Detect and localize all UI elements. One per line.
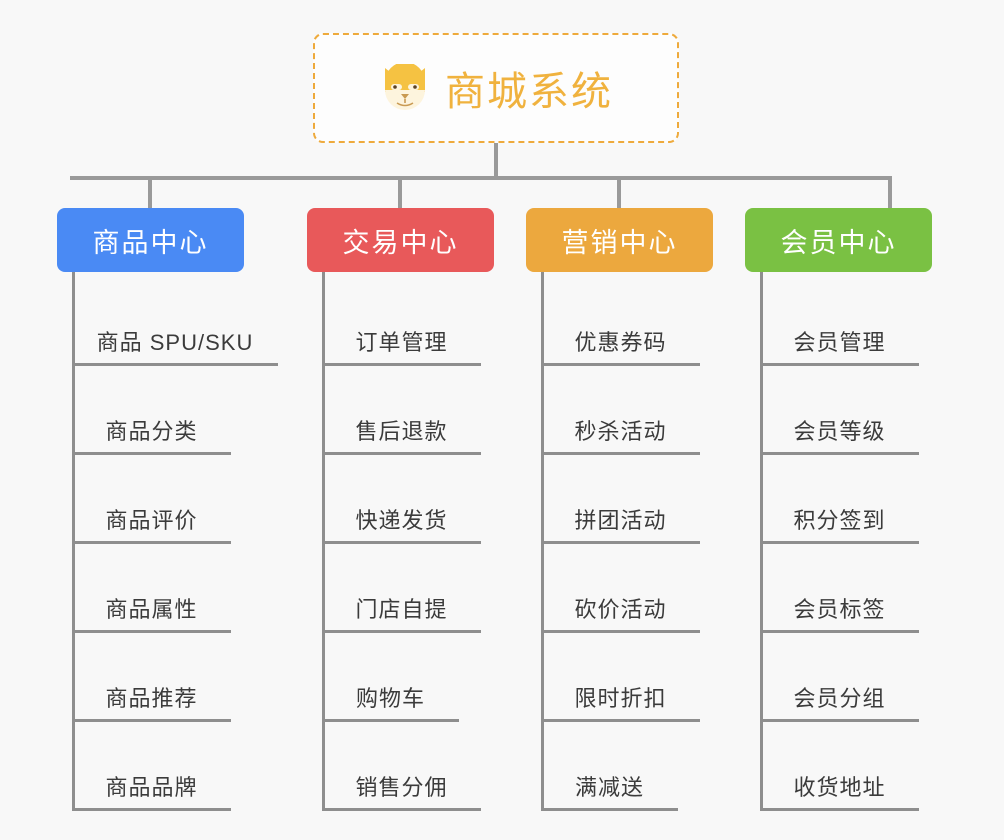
leaf-item[interactable]: 砍价活动 [541,550,700,633]
leaf-item-label: 满减送 [574,775,644,800]
category-header-marketing-center[interactable]: 营销中心 [526,208,713,272]
connector-root-stem [494,143,498,178]
leaf-item-label: 商品 SPU/SKU [96,330,254,355]
leaf-item[interactable]: 会员等级 [760,372,919,455]
leaf-item-label: 收货地址 [793,775,886,800]
leaf-item-label: 销售分佣 [355,775,448,800]
leaf-item[interactable]: 收货地址 [760,728,919,811]
leaf-item[interactable]: 快递发货 [322,461,481,544]
connector-drop-1 [148,176,152,210]
connector-drop-3 [617,176,621,210]
leaf-item[interactable]: 销售分佣 [322,728,481,811]
leaf-item[interactable]: 门店自提 [322,550,481,633]
leaf-item[interactable]: 商品评价 [72,461,231,544]
category-header-label: 会员中心 [780,227,897,258]
leaf-item-label: 门店自提 [355,597,448,622]
leaf-item-label: 会员管理 [793,330,886,355]
leaf-item-label: 积分签到 [793,508,886,533]
leaf-item[interactable]: 会员标签 [760,550,919,633]
root-title: 商城系统 [445,70,613,114]
leaf-item-label: 秒杀活动 [574,419,667,444]
category-header-label: 营销中心 [561,227,678,258]
category-header-trade-center[interactable]: 交易中心 [307,208,494,272]
leaf-item-label: 商品评价 [105,508,198,533]
leaf-item[interactable]: 会员分组 [760,639,919,722]
leaf-item[interactable]: 满减送 [541,728,678,811]
leaf-item-label: 订单管理 [355,330,448,355]
leaf-item-label: 商品分类 [105,419,198,444]
leaf-item[interactable]: 优惠券码 [541,283,700,366]
category-header-product-center[interactable]: 商品中心 [57,208,244,272]
dog-face-icon [379,62,431,114]
category-header-label: 交易中心 [342,227,459,258]
category-header-member-center[interactable]: 会员中心 [745,208,932,272]
connector-drop-2 [398,176,402,210]
connector-horizontal-bus [70,176,892,180]
leaf-item-label: 砍价活动 [574,597,667,622]
connector-drop-4 [888,176,892,210]
leaf-item-label: 快递发货 [355,508,448,533]
leaf-item[interactable]: 售后退款 [322,372,481,455]
leaf-item-label: 商品推荐 [105,686,198,711]
leaf-item[interactable]: 商品分类 [72,372,231,455]
leaf-item-label: 会员标签 [793,597,886,622]
leaf-item[interactable]: 积分签到 [760,461,919,544]
root-node[interactable]: 商城系统 [313,33,679,143]
leaf-item[interactable]: 购物车 [322,639,459,722]
leaf-item-label: 购物车 [355,686,425,711]
leaf-item-label: 售后退款 [355,419,448,444]
leaf-item-label: 会员等级 [793,419,886,444]
category-header-label: 商品中心 [92,227,209,258]
leaf-item-label: 优惠券码 [574,330,667,355]
leaf-item[interactable]: 商品品牌 [72,728,231,811]
leaf-item[interactable]: 会员管理 [760,283,919,366]
leaf-item[interactable]: 订单管理 [322,283,481,366]
leaf-item[interactable]: 拼团活动 [541,461,700,544]
leaf-item[interactable]: 秒杀活动 [541,372,700,455]
leaf-item-label: 拼团活动 [574,508,667,533]
leaf-item[interactable]: 商品推荐 [72,639,231,722]
leaf-item[interactable]: 商品属性 [72,550,231,633]
leaf-item-label: 限时折扣 [574,686,667,711]
leaf-item[interactable]: 限时折扣 [541,639,700,722]
leaf-item[interactable]: 商品 SPU/SKU [72,283,278,366]
leaf-item-label: 商品属性 [105,597,198,622]
leaf-item-label: 商品品牌 [105,775,198,800]
leaf-item-label: 会员分组 [793,686,886,711]
